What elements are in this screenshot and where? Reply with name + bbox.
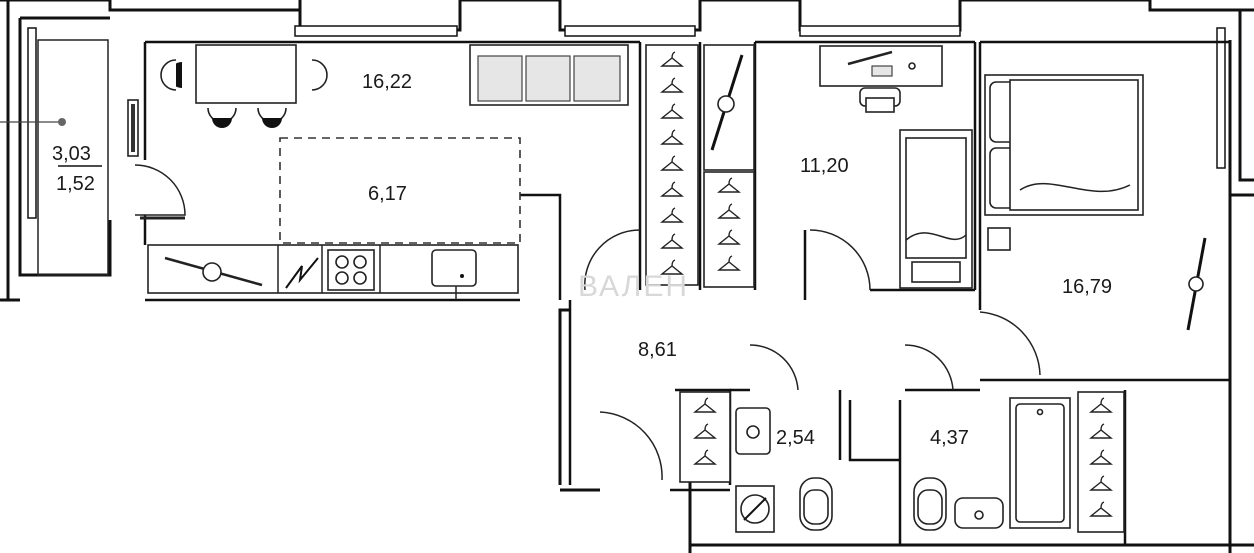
bathroom-fixtures (913, 391, 1125, 533)
wardrobe-left (645, 44, 699, 286)
hanger-icon (693, 423, 717, 439)
doors (134, 164, 1041, 481)
hanger-icon (1089, 449, 1113, 465)
hanger-icon (717, 229, 741, 245)
hanger-icon (1089, 423, 1113, 439)
desk-icon (819, 45, 943, 113)
double-bed-icon (984, 74, 1144, 216)
hanger-icon (1089, 501, 1113, 517)
stove-icon (327, 249, 375, 291)
area-hallway: 8,61 (638, 339, 677, 361)
hanger-icon (660, 155, 684, 171)
balcony (0, 39, 109, 276)
bathtub-icon (1009, 397, 1071, 529)
hanger-icon (660, 259, 684, 275)
sofa-icon (469, 44, 629, 106)
wc-fixtures (679, 391, 833, 533)
area-balcony-total: 3,03 (52, 143, 91, 165)
tv-icon (127, 99, 139, 157)
hanger-icon (660, 181, 684, 197)
area-bedroom-large: 16,79 (1062, 276, 1112, 298)
hanger-icon (1089, 475, 1113, 491)
hanger-icon (660, 233, 684, 249)
hanger-icon (717, 203, 741, 219)
wardrobe-mirror (703, 44, 755, 288)
toilet-icon (913, 477, 947, 531)
hanger-icon (660, 51, 684, 67)
washing-machine-icon (735, 485, 775, 533)
hanger-icon (660, 129, 684, 145)
sink-icon (954, 497, 1004, 529)
kitchen-zone-outline (279, 137, 521, 244)
hanger-icon (717, 255, 741, 271)
area-balcony-reduced: 1,52 (56, 173, 95, 195)
nightstand (987, 227, 1011, 251)
watermark: ВАЛЕН (578, 270, 689, 303)
table-icon (160, 44, 328, 128)
hanger-icon (1089, 397, 1113, 413)
hanger-icon (693, 449, 717, 465)
area-bathroom: 4,37 (930, 427, 969, 449)
hanger-icon (660, 77, 684, 93)
interior-walls (143, 40, 1230, 545)
hanger-icon (693, 397, 717, 413)
area-bedroom-small: 11,20 (800, 155, 849, 177)
toilet-icon (799, 477, 833, 531)
tv-icon (1186, 237, 1207, 331)
electric-panel-icon (285, 257, 319, 289)
area-wc: 2,54 (776, 427, 815, 449)
sink-icon (431, 249, 477, 300)
hanger-icon (717, 177, 741, 193)
area-living-kitchen: 16,22 (362, 71, 412, 93)
area-kitchen-zone: 6,17 (368, 183, 407, 205)
bed-icon (899, 129, 973, 289)
windows (27, 25, 1226, 219)
hanger-icon (660, 207, 684, 223)
hanger-icon (660, 103, 684, 119)
